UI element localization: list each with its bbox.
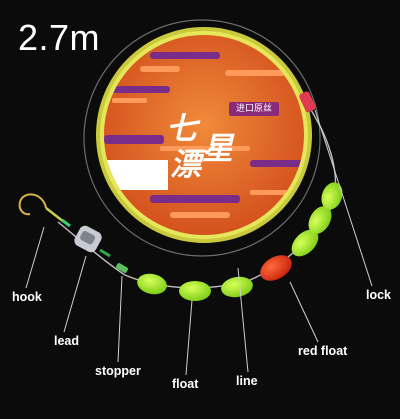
spool-badge: 进口原丝 [235, 104, 272, 114]
spool-badge-bg [229, 102, 279, 116]
callout-lead: lead [54, 334, 80, 348]
red-float [260, 255, 292, 281]
spool-decor [104, 52, 304, 218]
float-4 [291, 229, 319, 257]
outer-line-loop [83, 19, 321, 257]
lock-piece [299, 91, 316, 113]
callout-hook: hook [12, 290, 42, 304]
stopper [116, 263, 128, 273]
lead-weight [74, 225, 111, 258]
spool-brand-char-1: 七 [166, 111, 197, 147]
float-5 [308, 206, 332, 234]
spool-brand-char-3: 漂 [170, 147, 201, 183]
line-length-label: 2.7m [18, 17, 101, 58]
float-2 [179, 281, 211, 301]
callout-stopper: stopper [95, 364, 141, 378]
spool-brand-char-2: 星 [202, 131, 233, 167]
float-1 [137, 273, 167, 295]
float-3 [221, 276, 253, 298]
callout-lines [25, 109, 373, 376]
float-6 [321, 182, 343, 210]
hook [18, 193, 71, 228]
callout-float: float [172, 377, 199, 391]
callout-lock: lock [366, 288, 392, 302]
callout-line: line [236, 374, 258, 388]
callout-red-float: red float [298, 344, 348, 358]
